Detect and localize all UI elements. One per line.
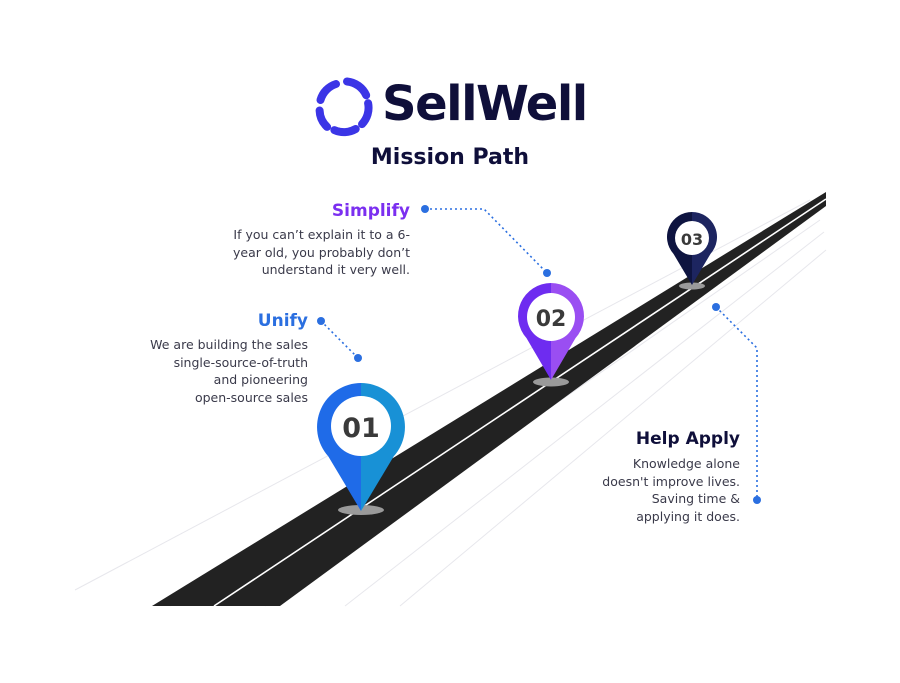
road bbox=[152, 192, 826, 606]
road-center-line bbox=[213, 198, 827, 607]
pin-shadow-03 bbox=[679, 282, 705, 290]
pin-03: 03 bbox=[667, 212, 717, 285]
pin-number-03: 03 bbox=[681, 230, 703, 249]
step-title-simplify: Simplify bbox=[331, 201, 410, 221]
step-title-unify: Unify bbox=[257, 311, 308, 331]
step-desc-unify: We are building the sales single-source-… bbox=[150, 337, 308, 405]
step-title-help-apply: Help Apply bbox=[635, 429, 740, 449]
ring-segments-icon bbox=[315, 77, 373, 137]
pin-number-01: 01 bbox=[342, 413, 380, 444]
step-desc-help-apply: Knowledge alone doesn't improve lives. S… bbox=[602, 456, 740, 524]
pin-number-02: 02 bbox=[536, 307, 567, 332]
pin-shadow-02 bbox=[533, 377, 569, 387]
connector-dots bbox=[317, 205, 761, 504]
connectors bbox=[320, 208, 758, 500]
pin-02: 02 bbox=[518, 283, 584, 380]
brand-name: SellWell bbox=[382, 76, 588, 132]
connector-simplify bbox=[425, 208, 548, 274]
connector-unify bbox=[320, 320, 359, 359]
page-subtitle: Mission Path bbox=[370, 145, 530, 170]
pin-01: 01 bbox=[317, 383, 405, 511]
step-desc-simplify: If you can’t explain it to a 6- year old… bbox=[232, 227, 410, 278]
